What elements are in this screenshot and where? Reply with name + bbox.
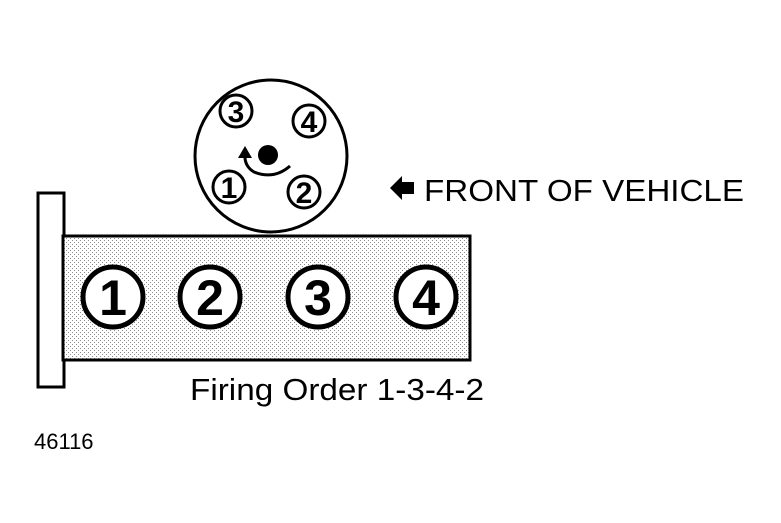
front-of-vehicle-label: FRONT OF VEHICLE <box>424 173 744 208</box>
cylinder-2-label: 2 <box>196 270 224 326</box>
rotation-arrow <box>243 153 291 177</box>
cylinder-4-label: 4 <box>412 270 440 326</box>
cylinder-2: 2 <box>177 264 243 330</box>
cylinder-1-label: 1 <box>99 270 127 326</box>
distributor-terminal-4: 4 <box>291 103 327 139</box>
cylinder-3-label: 3 <box>304 270 332 326</box>
distributor-cap: 3 4 1 2 <box>193 78 349 234</box>
cylinder-3: 3 <box>285 264 351 330</box>
distributor-terminal-1-label: 1 <box>221 172 238 205</box>
distributor-terminal-2-label: 2 <box>296 177 313 210</box>
distributor-terminal-4-label: 4 <box>301 106 318 139</box>
firing-order-label: Firing Order 1-3-4-2 <box>190 372 484 407</box>
figure-number: 46116 <box>34 429 94 454</box>
distributor-terminal-1: 1 <box>211 169 247 205</box>
cylinder-4: 4 <box>393 264 459 330</box>
rotor-center <box>258 145 278 165</box>
rotation-arrowhead <box>238 146 252 158</box>
end-plate <box>36 191 66 389</box>
distributor-terminal-3-label: 3 <box>228 96 245 129</box>
cylinder-1: 1 <box>80 264 146 330</box>
distributor-terminal-2: 2 <box>286 174 322 210</box>
front-arrow-icon <box>390 176 414 200</box>
distributor-terminal-3: 3 <box>218 93 254 129</box>
